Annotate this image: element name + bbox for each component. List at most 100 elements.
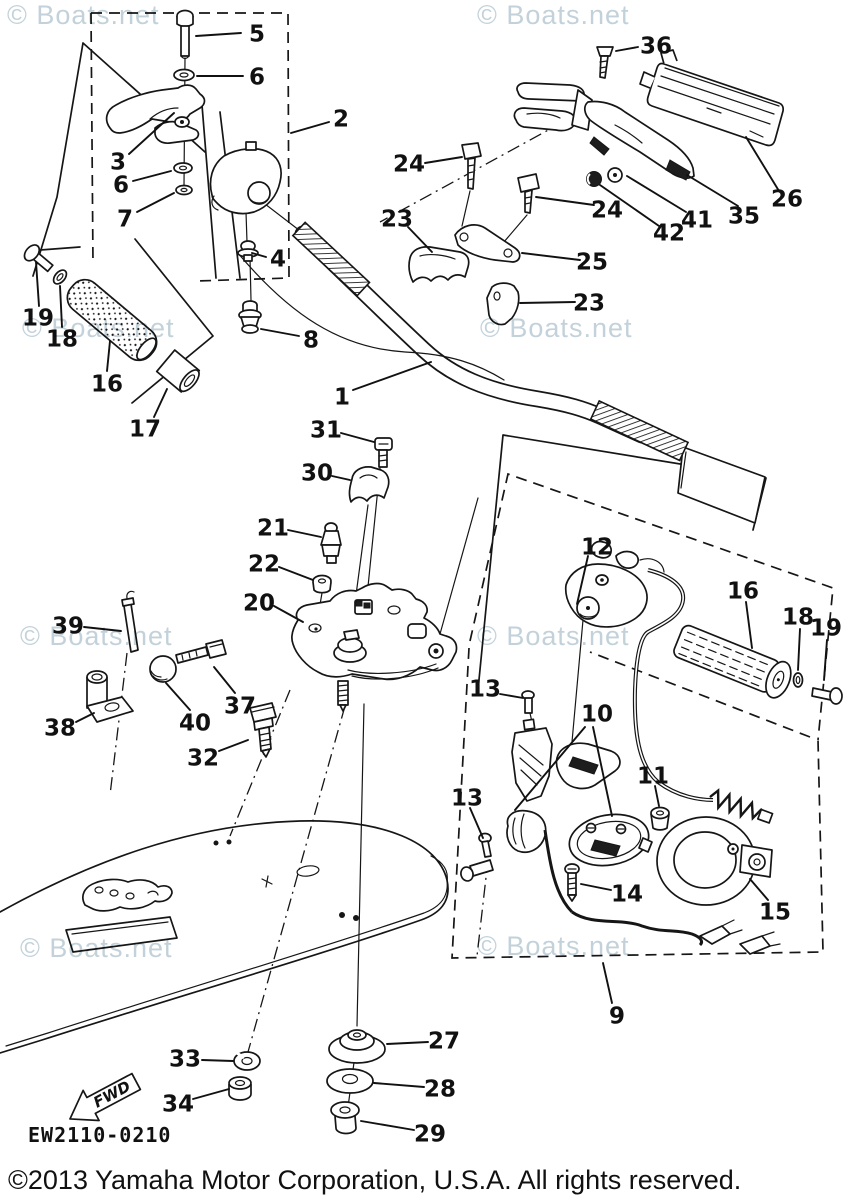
diagram-code: EW2110-0210	[28, 1123, 171, 1147]
part-label-37: 37	[224, 693, 256, 719]
washer-27	[328, 1029, 386, 1064]
part-label-6: 6	[113, 172, 129, 198]
part-label-23: 23	[381, 206, 413, 232]
boats-net-watermark: © Boats.net	[480, 313, 632, 343]
part-label-10: 10	[581, 701, 613, 727]
leader-line-15	[749, 878, 769, 901]
leader-line-42	[599, 184, 660, 227]
leader-line-10	[514, 726, 586, 811]
leader-line-11	[654, 785, 660, 807]
leader-line-7	[136, 192, 175, 213]
leader-line-23	[519, 301, 576, 304]
leader-line-13	[499, 693, 524, 699]
leader-line-8	[260, 328, 300, 337]
leader-line-20	[273, 605, 304, 623]
part-label-42: 42	[653, 220, 685, 246]
part-label-36: 36	[640, 33, 672, 59]
cables-9	[543, 829, 781, 955]
leader-line-12	[576, 555, 589, 605]
leader-line-1	[352, 361, 432, 391]
part-label-6: 6	[249, 64, 265, 90]
part-label-19: 19	[22, 305, 54, 331]
leader-line-18	[797, 628, 801, 671]
part-label-35: 35	[728, 203, 760, 229]
pad-26	[639, 49, 785, 147]
leader-line-14	[580, 883, 612, 891]
leader-line-25	[521, 252, 581, 261]
spring	[709, 788, 774, 824]
bottom-fasteners	[228, 1029, 386, 1135]
washer-7	[175, 184, 193, 196]
boats-net-watermark: © Boats.net	[7, 0, 159, 30]
grip-16-left	[66, 278, 158, 362]
part-label-14: 14	[611, 881, 643, 907]
leader-line-33	[201, 1059, 234, 1062]
knurl-right	[589, 399, 690, 462]
bolt-36	[596, 46, 614, 79]
leader-line-34	[192, 1088, 230, 1100]
part-label-23: 23	[573, 290, 605, 316]
part-label-40: 40	[179, 710, 211, 736]
leader-line-35	[686, 174, 739, 207]
part-label-16: 16	[727, 578, 759, 604]
clamp-23b	[486, 282, 520, 326]
bolt-19-left	[23, 244, 54, 273]
bolt-21	[320, 522, 342, 564]
leader-line-39	[83, 626, 122, 632]
leader-line-30	[331, 475, 351, 481]
part-label-34: 34	[162, 1091, 194, 1117]
left-grip-cluster	[23, 244, 201, 393]
leader-line-26	[745, 136, 780, 192]
bolt-13b	[478, 832, 492, 858]
part-label-20: 20	[243, 590, 275, 616]
leader-line-29	[360, 1120, 415, 1131]
watermarks: © Boats.net© Boats.net© Boats.net© Boats…	[7, 0, 632, 963]
throttle-cable	[236, 251, 505, 381]
part-label-15: 15	[759, 899, 791, 925]
part-label-13: 13	[469, 676, 501, 702]
part-label-3: 3	[110, 149, 126, 175]
rubber-boot	[506, 809, 547, 854]
part-label-24: 24	[591, 197, 623, 223]
nut-11	[650, 806, 670, 831]
washer-33	[233, 1051, 261, 1071]
grip-16-right	[673, 624, 792, 699]
bolt-31	[374, 437, 393, 468]
leader-line-19	[823, 639, 828, 681]
boats-net-watermark: © Boats.net	[20, 933, 172, 963]
bolt-14	[564, 863, 580, 902]
washer-6a	[173, 68, 195, 82]
upper-lever-cluster	[408, 46, 785, 326]
part-label-8: 8	[303, 327, 319, 353]
bushing-17	[155, 349, 201, 393]
part-label-28: 28	[424, 1076, 456, 1102]
part-label-41: 41	[681, 207, 713, 233]
part-label-12: 12	[581, 534, 613, 560]
leader-line-4	[251, 252, 267, 258]
housing-15	[656, 816, 773, 906]
bolt-37	[175, 639, 227, 664]
part-label-9: 9	[609, 1003, 625, 1029]
part-label-32: 32	[187, 745, 219, 771]
part-label-13: 13	[451, 785, 483, 811]
leader-line-40	[165, 682, 191, 711]
part-label-19: 19	[810, 615, 842, 641]
nut-22	[312, 574, 332, 594]
leader-line-17	[153, 388, 168, 418]
washer-6b	[173, 162, 193, 174]
bolt-24b	[517, 173, 540, 214]
washer-28	[326, 1068, 374, 1094]
bolt-24a	[461, 142, 482, 190]
linkage-cluster	[86, 590, 277, 758]
part-label-29: 29	[414, 1121, 446, 1147]
leader-line-37	[213, 666, 236, 694]
knurl-left	[291, 221, 371, 297]
leader-line-24	[535, 196, 595, 206]
part-label-17: 17	[129, 416, 161, 442]
leader-line-13	[469, 807, 484, 839]
part-label-30: 30	[301, 460, 333, 486]
leader-line-18	[59, 285, 63, 328]
part-label-11: 11	[637, 763, 669, 789]
